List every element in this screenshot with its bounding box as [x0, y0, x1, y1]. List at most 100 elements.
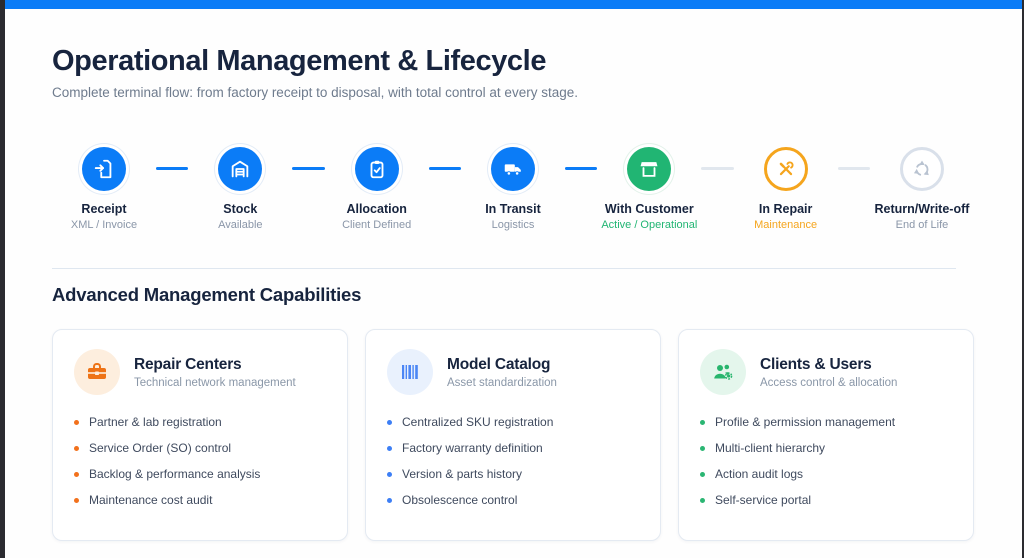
card-subtitle: Access control & allocation [760, 376, 898, 389]
list-item: Backlog & performance analysis [74, 467, 326, 481]
list-item-text: Profile & permission management [715, 415, 896, 429]
timeline-connector [292, 167, 325, 170]
timeline-step-return: Return/Write-off End of Life [870, 143, 974, 231]
step-sublabel: Available [218, 219, 263, 231]
card-title: Repair Centers [134, 355, 242, 373]
step-circle [899, 147, 944, 191]
window-edge-left [0, 0, 5, 558]
step-label: Receipt [81, 202, 127, 216]
timeline-step-stock: Stock Available [188, 143, 292, 231]
window-edge-right [1022, 0, 1024, 558]
list-item: Profile & permission management [700, 415, 952, 429]
step-label: Stock [223, 202, 258, 216]
page-subtitle: Complete terminal flow: from factory rec… [52, 85, 578, 100]
step-sublabel: Active / Operational [601, 219, 698, 231]
step-sublabel: Logistics [491, 219, 535, 231]
card-subtitle: Asset standardization [447, 376, 557, 389]
step-sublabel: Maintenance [754, 219, 818, 231]
card-header: Repair Centers Technical network managem… [74, 349, 326, 395]
list-item: Factory warranty definition [387, 441, 639, 455]
timeline-connector [156, 167, 189, 170]
bullet-dot [387, 419, 392, 425]
feature-list: Profile & permission management Multi-cl… [700, 415, 952, 507]
card-icon-badge [74, 349, 120, 395]
card-header: Model Catalog Asset standardization [387, 349, 639, 395]
timeline-connector [564, 167, 598, 170]
bullet-dot [74, 471, 79, 477]
list-item: Action audit logs [700, 467, 952, 481]
timeline-connector [701, 167, 734, 170]
step-label: In Transit [485, 202, 541, 216]
list-item-text: Factory warranty definition [402, 441, 543, 455]
list-item-text: Backlog & performance analysis [89, 467, 261, 481]
list-item-text: Self-service portal [715, 493, 812, 507]
list-item: Obsolescence control [387, 493, 639, 507]
card-heading-group: Model Catalog Asset standardization [447, 356, 557, 389]
timeline-connector [837, 167, 870, 170]
card-heading-group: Clients & Users Access control & allocat… [760, 356, 897, 389]
list-item-text: Partner & lab registration [89, 415, 222, 429]
card-model-catalog: Model Catalog Asset standardization Cent… [365, 329, 661, 541]
lifecycle-timeline: Receipt XML / Invoice Stock Available [52, 143, 974, 231]
step-circle [490, 147, 535, 191]
card-title: Model Catalog [447, 355, 551, 373]
list-item: Self-service portal [700, 493, 952, 507]
step-label: Allocation [346, 202, 407, 216]
bullet-dot [700, 471, 705, 477]
recycle-icon [911, 158, 933, 180]
bullet-dot [700, 497, 705, 503]
timeline-step-allocation: Allocation Client Defined [325, 143, 429, 231]
bullet-dot [387, 445, 392, 451]
timeline-connector [428, 167, 461, 170]
truck-icon [502, 158, 524, 180]
bullet-dot [74, 445, 79, 451]
timeline-step-in-transit: In Transit Logistics [461, 143, 565, 231]
timeline-step-in-repair: In Repair Maintenance [734, 143, 838, 231]
list-item-text: Version & parts history [402, 467, 523, 481]
file-import-icon [93, 158, 115, 180]
warehouse-icon [229, 158, 251, 180]
capability-cards: Repair Centers Technical network managem… [52, 329, 974, 541]
list-item: Centralized SKU registration [387, 415, 639, 429]
card-icon-badge [700, 349, 746, 395]
card-title: Clients & Users [760, 355, 872, 373]
list-item: Maintenance cost audit [74, 493, 326, 507]
step-sublabel: End of Life [895, 219, 949, 231]
step-circle [627, 147, 672, 191]
feature-list: Centralized SKU registration Factory war… [387, 415, 639, 507]
step-label: Return/Write-off [874, 202, 970, 216]
users-gear-icon [711, 360, 735, 384]
list-item: Multi-client hierarchy [700, 441, 952, 455]
timeline-step-receipt: Receipt XML / Invoice [52, 143, 156, 231]
section-heading: Advanced Management Capabilities [52, 284, 362, 305]
card-icon-badge [387, 349, 433, 395]
bullet-dot [387, 497, 392, 503]
step-sublabel: XML / Invoice [70, 219, 138, 231]
timeline-step-with-customer: With Customer Active / Operational [597, 143, 701, 231]
feature-list: Partner & lab registration Service Order… [74, 415, 326, 507]
card-repair-centers: Repair Centers Technical network managem… [52, 329, 348, 541]
bullet-dot [700, 419, 705, 425]
toolbox-icon [85, 360, 109, 384]
list-item-text: Maintenance cost audit [89, 493, 213, 507]
list-item: Service Order (SO) control [74, 441, 326, 455]
step-circle [218, 147, 263, 191]
bullet-dot [74, 419, 79, 425]
step-circle [354, 147, 399, 191]
clipboard-check-icon [366, 158, 388, 180]
list-item: Partner & lab registration [74, 415, 326, 429]
card-clients-users: Clients & Users Access control & allocat… [678, 329, 974, 541]
bullet-dot [700, 445, 705, 451]
step-label: With Customer [604, 202, 694, 216]
list-item-text: Centralized SKU registration [402, 415, 554, 429]
card-header: Clients & Users Access control & allocat… [700, 349, 952, 395]
step-label: In Repair [758, 202, 813, 216]
bullet-dot [387, 471, 392, 477]
list-item-text: Service Order (SO) control [89, 441, 232, 455]
list-item: Version & parts history [387, 467, 639, 481]
storefront-icon [638, 158, 660, 180]
page-title: Operational Management & Lifecycle [52, 45, 547, 77]
card-subtitle: Technical network management [134, 376, 296, 389]
list-item-text: Action audit logs [715, 467, 804, 481]
